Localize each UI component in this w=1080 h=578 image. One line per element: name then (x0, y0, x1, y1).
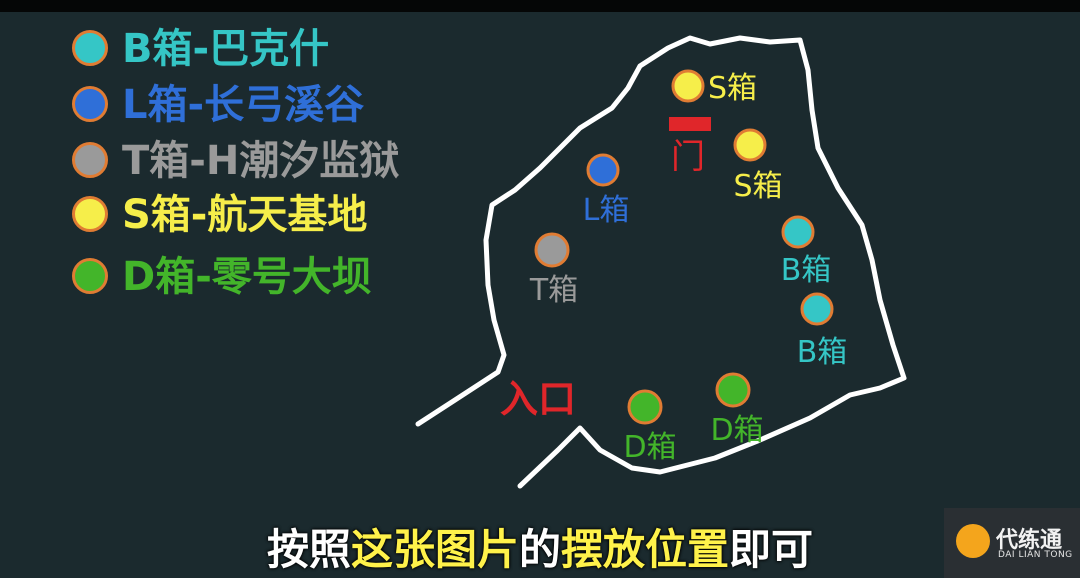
watermark-sub: DAI LIAN TONG (998, 550, 1073, 560)
marker-label: S箱 (733, 169, 782, 204)
marker-label: D箱 (623, 430, 676, 465)
legend-label-l: L箱-长弓溪谷 (122, 82, 365, 128)
door-bar (669, 117, 711, 131)
legend-label-t: T箱-H潮汐监狱 (122, 138, 400, 184)
watermark-name: 代练通 (996, 528, 1063, 553)
subtitle-part: 的 (518, 525, 561, 574)
top-black-bar (0, 0, 1080, 12)
marker-s-2: S箱 (733, 128, 783, 204)
map-boundary (415, 35, 907, 489)
marker-l: L箱 (583, 153, 630, 228)
marker-label: T箱 (529, 273, 578, 308)
legend-dot-d (72, 258, 108, 294)
marker-dot (586, 153, 620, 187)
marker-label: L箱 (583, 193, 630, 228)
marker-d-1: D箱 (623, 389, 677, 465)
marker-t: T箱 (529, 232, 578, 308)
marker-dot (715, 372, 751, 408)
legend-label-s: S箱-航天基地 (122, 192, 368, 238)
legend-item-b: B箱-巴克什 (70, 26, 490, 72)
legend-dot-l (72, 86, 108, 122)
marker-dot (800, 292, 834, 326)
marker-b-2: B箱 (797, 292, 848, 370)
subtitle-highlight: 这张图片 (350, 525, 519, 574)
marker-label: D箱 (710, 413, 763, 448)
brand-logo-icon (956, 524, 990, 558)
subtitle-part: 即可 (729, 525, 814, 574)
legend-item-t: T箱-H潮汐监狱 (70, 138, 490, 184)
marker-b-1: B箱 (781, 215, 832, 288)
subtitle-highlight: 摆放位置 (561, 525, 730, 574)
marker-dot (671, 69, 705, 103)
marker-dot (781, 215, 815, 249)
legend-dot-t (72, 142, 108, 178)
marker-dot (733, 128, 767, 162)
legend-dot-b (72, 30, 108, 66)
subtitle-part: 按照 (266, 525, 351, 574)
legend-label-d: D箱-零号大坝 (122, 254, 372, 300)
marker-dot (534, 232, 570, 268)
marker-s-1: S箱 (671, 69, 757, 106)
legend-item-d: D箱-零号大坝 (70, 254, 490, 300)
subtitle-caption: 按照这张图片的摆放位置即可 (0, 522, 1080, 578)
marker-d-2: D箱 (710, 372, 764, 448)
legend-item-s: S箱-航天基地 (70, 192, 490, 238)
marker-dot (627, 389, 663, 425)
marker-label: S箱 (708, 71, 757, 106)
marker-label: B箱 (781, 253, 832, 288)
legend-label-b: B箱-巴克什 (122, 26, 330, 72)
watermark: 代练通 DAI LIAN TONG (944, 508, 1080, 578)
entrance-label: 入口 (500, 377, 576, 421)
marker-label: B箱 (797, 335, 848, 370)
door-label: 门 (671, 137, 705, 177)
legend-dot-s (72, 196, 108, 232)
legend-item-l: L箱-长弓溪谷 (70, 82, 490, 128)
